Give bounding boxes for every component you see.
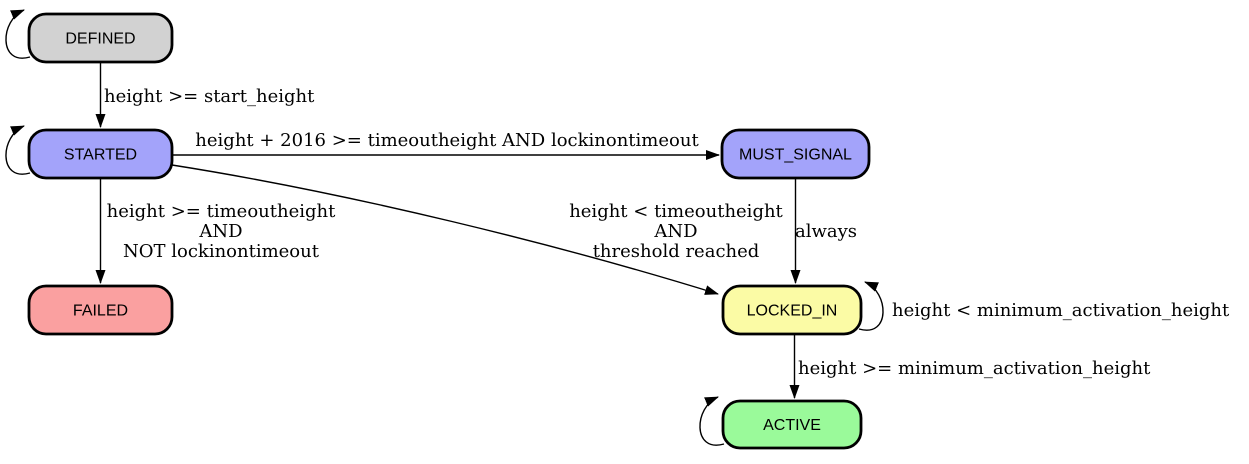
edge-label-locked-in-self-loop: height < minimum_activation_height [892,300,1230,321]
edge-started-to-locked-in [171,164,719,295]
state-shape-active [721,399,863,450]
edge-label-started-to-locked-in-line3: threshold reached [593,241,760,262]
edge-label-locked-in-to-active: height >= minimum_activation_height [798,358,1151,379]
state-node-defined: DEFINED [27,12,174,64]
self-loop-started [5,125,31,175]
state-node-locked-in: LOCKED_IN [721,284,863,336]
state-node-started: STARTED [27,128,174,180]
edge-label-defined-to-started: height >= start_height [104,86,315,107]
edge-label-started-to-locked-in-line2: AND [653,221,697,242]
edge-label-started-to-locked-in: height < timeoutheight AND threshold rea… [569,201,783,262]
edge-label-started-to-failed-line3: NOT lockinontimeout [123,241,320,262]
edge-label-must-signal-to-locked-in: always [795,221,857,242]
state-label-failed: FAILED [73,303,128,320]
edge-label-started-to-must-signal: height + 2016 >= timeoutheight AND locki… [195,130,699,151]
state-node-active: ACTIVE [721,399,863,450]
state-shape-started [27,128,174,180]
state-shape-failed [27,284,174,336]
state-shape-must-signal [720,128,871,180]
self-loop-locked-in [858,281,884,331]
state-label-defined: DEFINED [65,31,135,48]
edge-label-started-to-failed: height >= timeoutheight AND NOT lockinon… [107,201,336,262]
state-label-active: ACTIVE [763,417,821,434]
edge-label-started-to-failed-line2: AND [198,221,242,242]
edge-label-started-to-failed-line1: height >= timeoutheight [107,201,336,222]
state-node-failed: FAILED [27,284,174,336]
self-loop-defined [5,9,31,59]
state-label-must-signal: MUST_SIGNAL [739,147,852,164]
state-shape-locked-in [721,284,863,336]
state-node-must-signal: MUST_SIGNAL [720,128,871,180]
state-label-started: STARTED [64,147,137,164]
state-shape-defined [27,12,174,64]
state-label-locked-in: LOCKED_IN [747,303,838,320]
edge-label-started-to-locked-in-line1: height < timeoutheight [569,201,783,222]
self-loop-active [699,396,725,446]
